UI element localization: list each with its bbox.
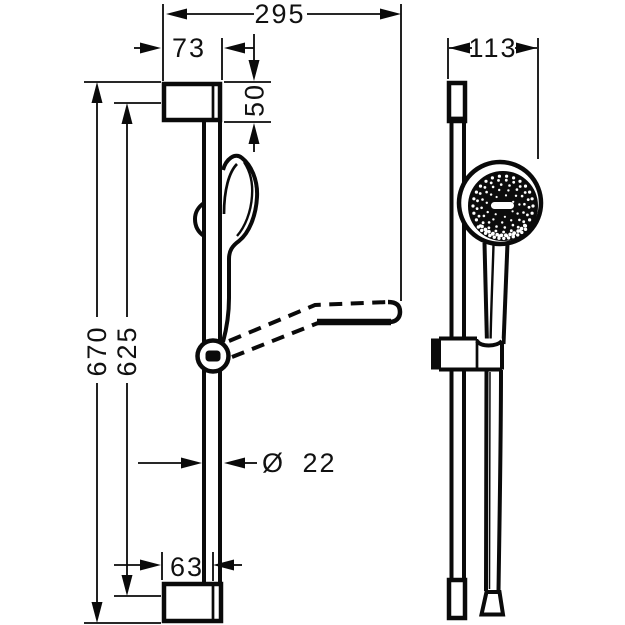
dim-label-diameter: Ø 22 <box>262 448 337 478</box>
dim-label-625: 625 <box>112 325 142 376</box>
side-view <box>161 81 403 624</box>
hose-connector-cone <box>479 590 506 617</box>
dim-drill-distance: 625 <box>112 103 142 596</box>
wall-bracket-top <box>161 81 223 123</box>
dim-top-bracket-depth: 73 <box>134 33 254 63</box>
dim-bar-length: 670 <box>82 82 112 623</box>
extension-lines <box>84 4 539 624</box>
dim-front-width: 113 <box>449 33 537 63</box>
dim-label-63: 63 <box>170 552 204 582</box>
front-holder-block <box>431 336 504 372</box>
dim-bracket-height: 50 <box>240 34 270 152</box>
slider-knob <box>195 338 231 374</box>
front-bracket-top <box>446 80 468 124</box>
shower-handle <box>482 242 510 345</box>
wall-bracket-bottom <box>161 581 224 624</box>
head-logo-capsule <box>491 202 514 209</box>
dim-label-670: 670 <box>82 325 112 376</box>
dim-label-113: 113 <box>468 33 517 63</box>
dim-bottom-bracket-depth: 63 <box>114 552 242 582</box>
dim-label-295: 295 <box>254 0 305 29</box>
dim-bar-diameter: Ø 22 <box>138 448 337 478</box>
shower-head <box>456 159 544 247</box>
front-view <box>431 80 544 621</box>
dim-label-50: 50 <box>240 83 270 117</box>
hand-shower-dashed <box>228 299 403 359</box>
holder-clamp <box>192 201 206 238</box>
dim-label-73: 73 <box>172 33 206 63</box>
front-bracket-bottom <box>446 577 468 621</box>
dim-reach: 295 <box>166 0 401 29</box>
shower-holder-hook <box>219 153 260 343</box>
shower-hose <box>479 369 506 617</box>
dimensions: 295 73 50 670 <box>82 0 539 624</box>
